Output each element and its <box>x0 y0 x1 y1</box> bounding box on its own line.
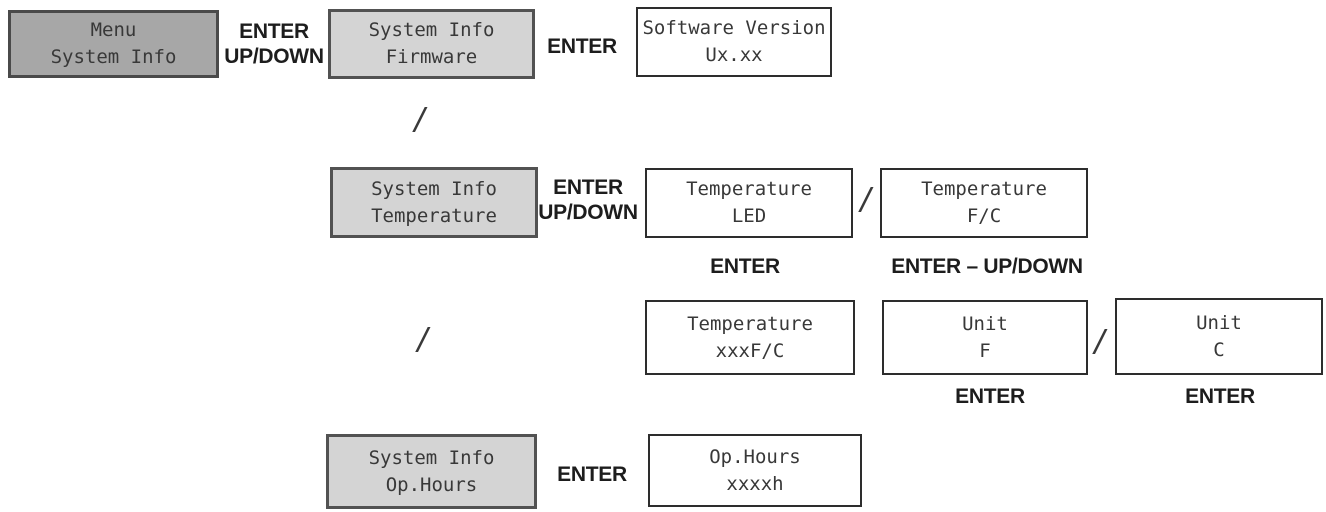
action-line2: UP/DOWN <box>538 201 638 224</box>
or-separator: / <box>1092 324 1111 359</box>
lcd-line1: System Info <box>368 446 495 469</box>
lcd-line2: LED <box>731 205 767 227</box>
lcd-op-hours: Op.Hours xxxxh <box>648 434 862 507</box>
lcd-software-version: Software Version Ux.xx <box>636 7 832 77</box>
lcd-line2: F <box>979 339 991 362</box>
action-line2: UP/DOWN <box>224 45 324 68</box>
lcd-temperature-led: Temperature LED <box>645 168 853 238</box>
lcd-line1: Temperature <box>687 312 813 335</box>
lcd-line1: Unit <box>1196 311 1242 334</box>
lcd-line1: Menu <box>90 19 137 41</box>
or-separator: / <box>858 182 877 217</box>
action-enter: ENTER <box>948 384 1032 409</box>
lcd-line1: Temperature <box>686 178 812 200</box>
action-enter-updown: ENTER UP/DOWN <box>536 175 640 225</box>
action-enter: ENTER <box>1178 384 1262 409</box>
lcd-system-info-temperature: System Info Temperature <box>330 167 538 238</box>
action-enter: ENTER <box>550 462 634 487</box>
lcd-line2: C <box>1213 338 1225 361</box>
or-separator: / <box>415 322 434 357</box>
lcd-unit-c: Unit C <box>1115 298 1323 375</box>
lcd-line2: xxxxh <box>726 472 784 495</box>
action-line1: ENTER <box>553 176 623 199</box>
lcd-line1: Unit <box>962 312 1008 335</box>
lcd-line1: Temperature <box>921 178 1047 200</box>
action-enter: ENTER <box>541 34 623 59</box>
action-line1: ENTER <box>1185 385 1255 408</box>
lcd-line1: System Info <box>368 19 495 41</box>
action-line1: ENTER <box>557 463 627 486</box>
lcd-line1: System Info <box>371 177 497 200</box>
lcd-menu-system-info: Menu System Info <box>8 10 219 78</box>
action-line1: ENTER <box>239 20 309 43</box>
lcd-system-info-firmware: System Info Firmware <box>328 9 535 79</box>
lcd-temperature-fc: Temperature F/C <box>880 168 1088 238</box>
lcd-line2: Ux.xx <box>705 44 763 66</box>
lcd-temperature-xxxfc: Temperature xxxF/C <box>645 300 855 375</box>
lcd-line2: F/C <box>966 205 1002 227</box>
action-enter-updown: ENTER UP/DOWN <box>222 19 326 69</box>
lcd-line2: Op.Hours <box>385 473 478 496</box>
action-line1: ENTER <box>955 385 1025 408</box>
action-enter: ENTER <box>701 254 789 279</box>
lcd-line1: Op.Hours <box>709 445 801 468</box>
lcd-line2: System Info <box>50 46 177 68</box>
lcd-unit-f: Unit F <box>882 300 1088 375</box>
action-line1: ENTER <box>547 35 617 58</box>
action-line1: ENTER <box>710 255 780 278</box>
lcd-line2: xxxF/C <box>715 339 785 362</box>
lcd-system-info-op-hours: System Info Op.Hours <box>326 434 537 509</box>
or-separator: / <box>412 102 431 137</box>
lcd-line2: Temperature <box>371 204 497 227</box>
action-enter-updown: ENTER – UP/DOWN <box>884 254 1090 279</box>
lcd-line2: Firmware <box>385 46 478 68</box>
lcd-line1: Software Version <box>642 17 826 39</box>
action-line1: ENTER – UP/DOWN <box>891 255 1083 278</box>
